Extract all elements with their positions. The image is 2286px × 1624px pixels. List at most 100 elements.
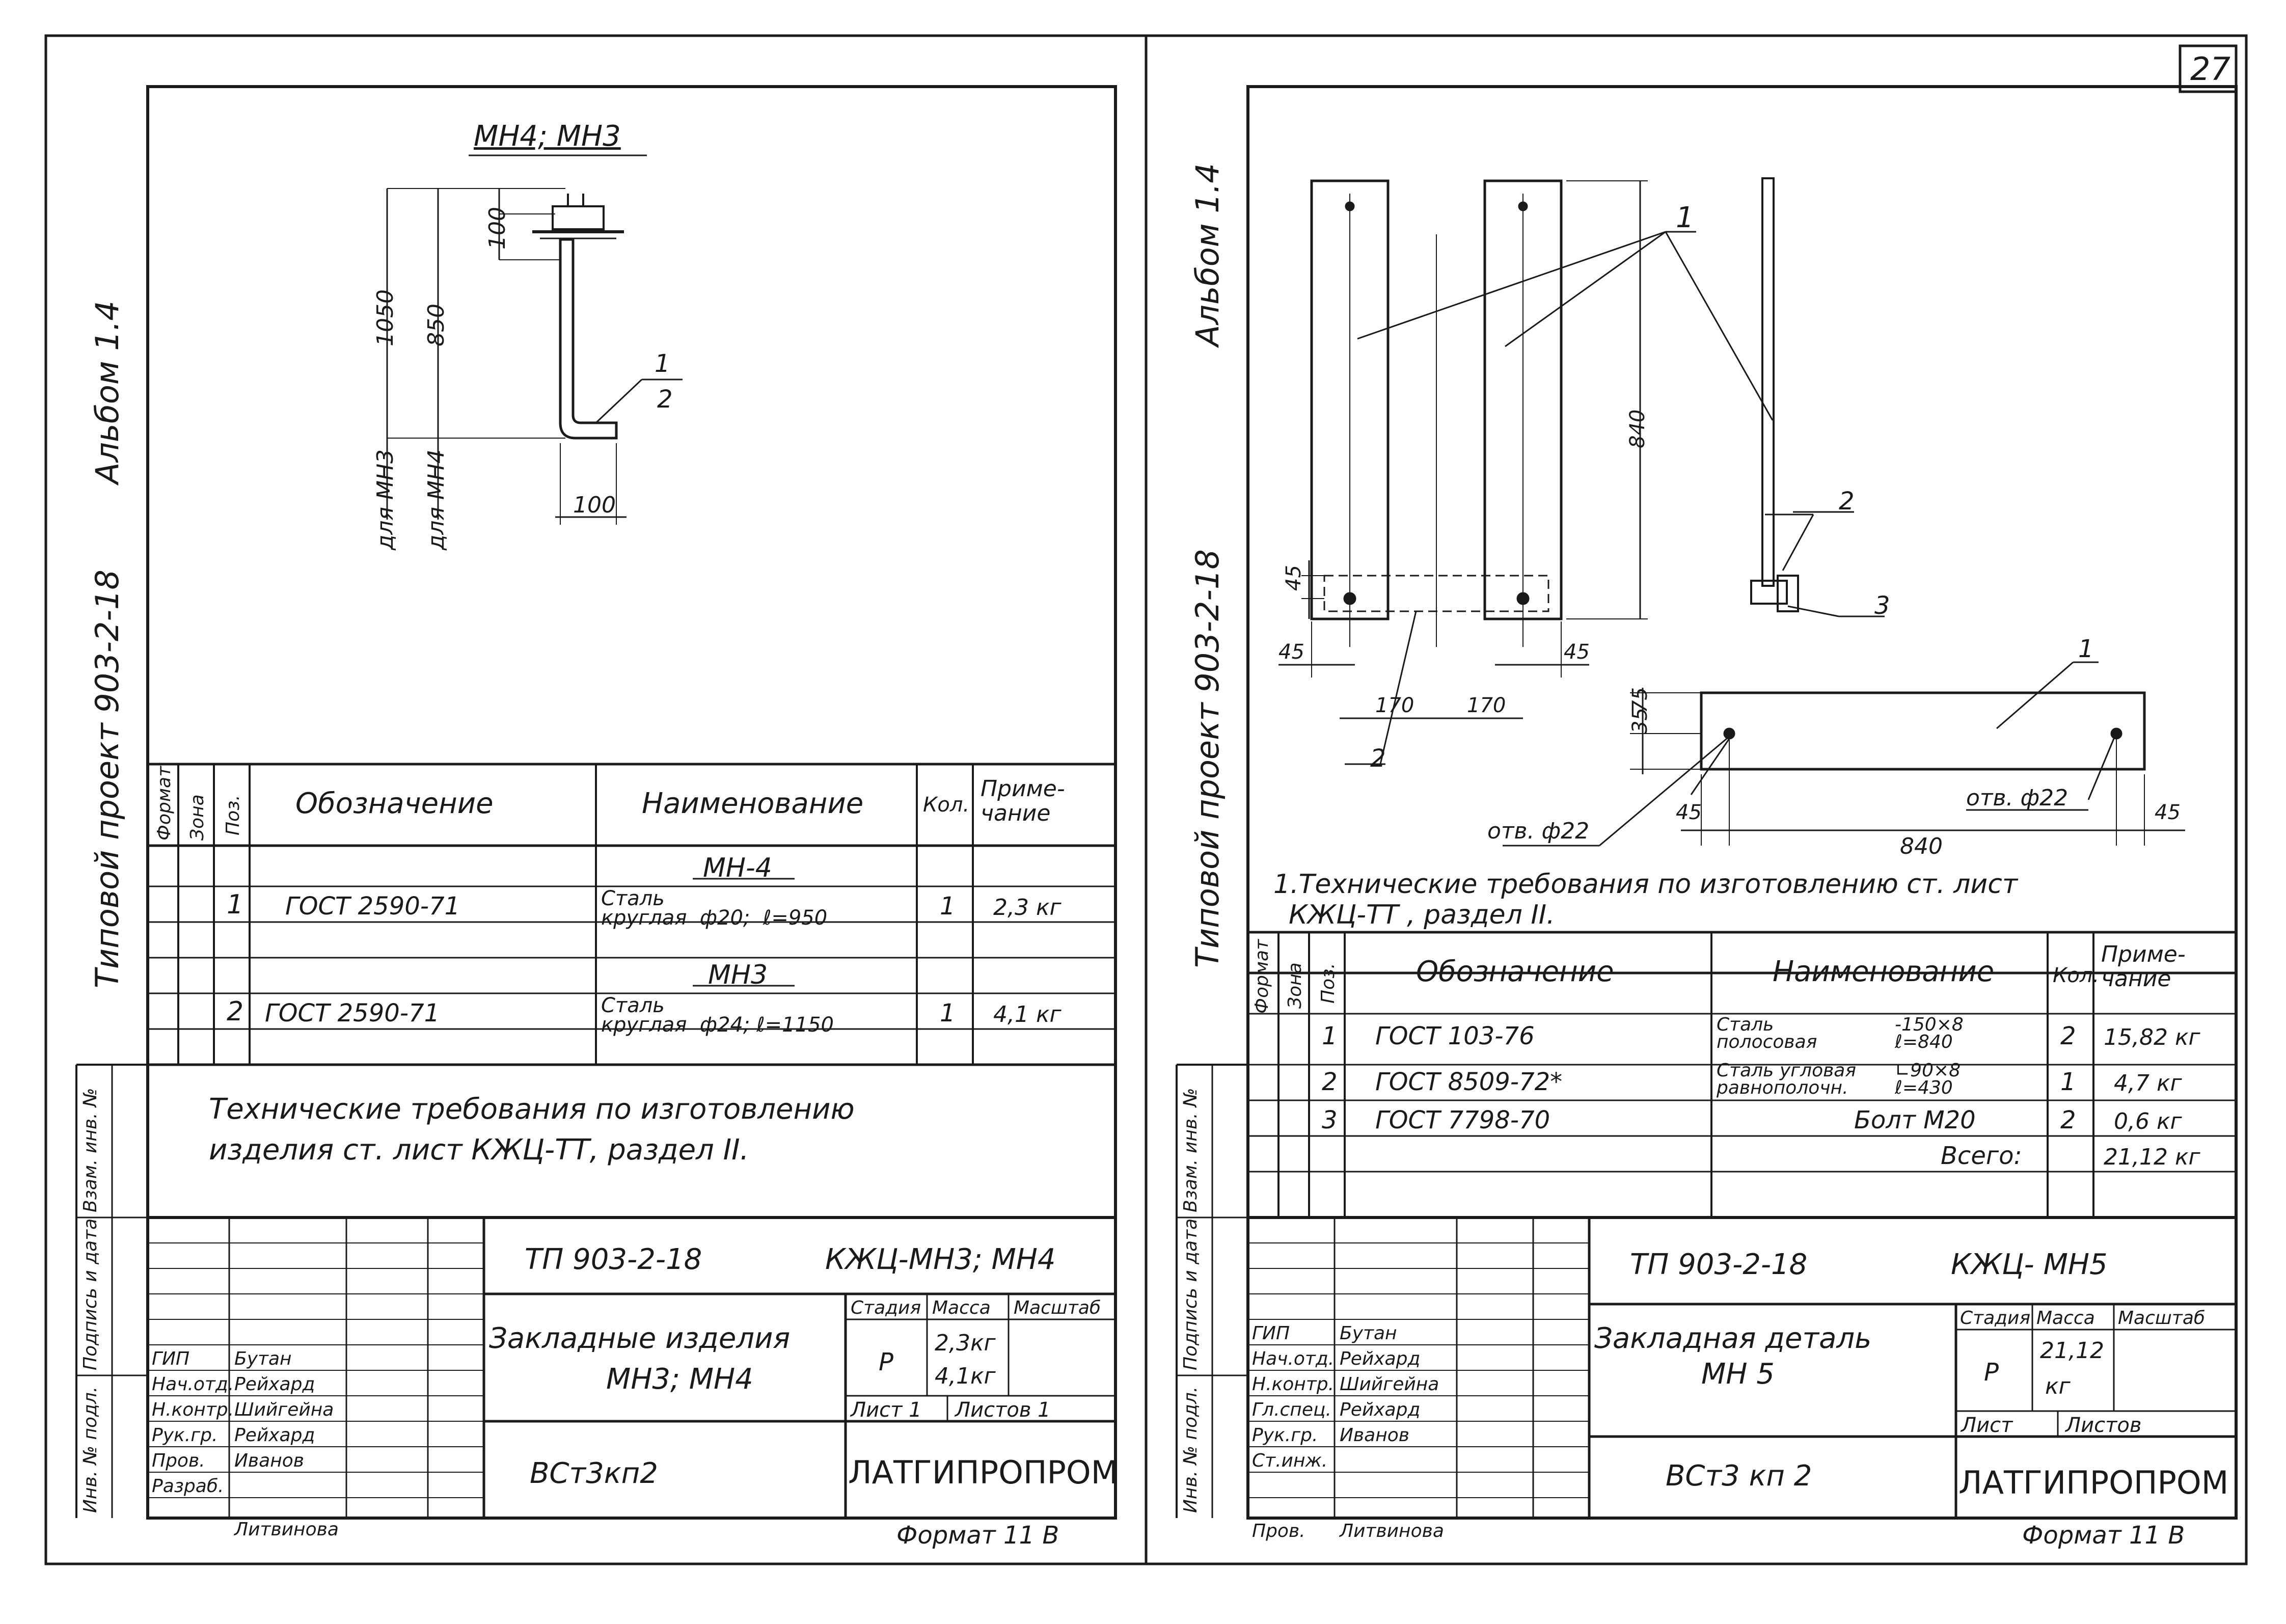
right-stamp-org: ЛАТГИПРОПРОМ [1958, 1464, 2229, 1501]
left-hdr-designation: Обозначение [295, 787, 494, 820]
left-stamp-role-1: ГИП [152, 1348, 190, 1369]
right-stamp-name-5: Иванов [1340, 1425, 1409, 1446]
left-row2-pos: 2 [227, 996, 244, 1027]
right-stamp-role-5: Рук.гр. [1252, 1425, 1318, 1446]
right-row2-name-b: ∟90×8 ℓ=430 [1895, 1060, 1961, 1099]
right-hdr-note: Приме- чание [2101, 941, 2186, 992]
left-row2-note: 4,1 кг [993, 1002, 1062, 1027]
right-stamp-stage-h: Стадия [1960, 1308, 2031, 1329]
right-stamp-material: ВСт3 кп 2 [1666, 1459, 1812, 1493]
left-row1-pos: 1 [227, 889, 244, 920]
right-row2-designation: ГОСТ 8509-72* [1375, 1068, 1563, 1096]
right-hdr-zone: Зона [1285, 962, 1305, 1009]
hole-label-left: отв. ф22 [1487, 818, 1590, 844]
left-stamp-mass-h: Масса [932, 1297, 991, 1318]
left-stamp-role-4: Рук.гр. [152, 1425, 218, 1446]
left-stamp-name-1: Бутан [234, 1348, 292, 1369]
left-row1-note: 2,3 кг [993, 895, 1062, 921]
page-number: 27 [2190, 50, 2230, 88]
left-album-label: Альбом 1.4 [89, 301, 126, 484]
callout-2: 2 [1839, 487, 1855, 516]
dim-45-a: 45 [1282, 565, 1305, 591]
callout-3: 3 [1874, 591, 1890, 620]
left-stamp-name-2: Рейхард [234, 1374, 315, 1395]
right-row2-pos: 2 [1322, 1068, 1338, 1096]
dim-45-c: 45 [1564, 640, 1590, 664]
left-stamp-role-2: Нач.отд. [152, 1374, 234, 1395]
dim-for-mn4: для МН4 [423, 449, 449, 550]
right-row3-pos: 3 [1322, 1106, 1338, 1134]
right-stamp-role-4: Гл.спец. [1252, 1399, 1331, 1420]
right-format-label: Формат 11 В [2022, 1521, 2185, 1550]
left-stamp-title-1: Закладные изделия [489, 1322, 791, 1355]
right-stamp-stage: Р [1984, 1358, 1999, 1387]
right-stamp-role-1: ГИП [1252, 1323, 1290, 1344]
dim-170-a: 170 [1375, 694, 1414, 717]
left-stamp-role-6: Разраб. [152, 1476, 224, 1497]
dim-850: 850 [423, 304, 449, 346]
right-side-label-sign: Подпись и дата [1180, 1218, 1201, 1370]
callout-2-lower: 2 [1370, 744, 1386, 773]
left-stamp-name-3: Шийгейна [234, 1399, 334, 1420]
right-hdr-name: Наименование [1773, 955, 1995, 988]
right-stamp-name-1: Бутан [1340, 1323, 1397, 1344]
right-hdr-qty: Кол. [2053, 964, 2100, 987]
left-stamp-org: ЛАТГИПРОПРОМ [848, 1454, 1119, 1491]
left-side-label-sign: Подпись и дата [80, 1218, 101, 1370]
left-stamp-stage: Р [879, 1348, 893, 1376]
left-hdr-zone: Зона [187, 794, 208, 841]
left-row1-name: Сталь круглая ф20; ℓ=950 [601, 887, 828, 930]
left-tech-req-line2: изделия ст. лист КЖЦ-ТТ, раздел II. [209, 1133, 749, 1167]
right-row3-note: 0,6 кг [2114, 1108, 2182, 1134]
right-stamp-name-4: Рейхард [1340, 1399, 1421, 1420]
left-row1-qty: 1 [940, 892, 956, 921]
dim-840-horizontal: 840 [1900, 833, 1943, 859]
right-stamp-name-3: Шийгейна [1340, 1374, 1439, 1395]
left-hdr-pos: Поз. [223, 795, 243, 835]
right-row2-name-a: Сталь угловая равнополочн. [1717, 1060, 1857, 1099]
left-row1-designation: ГОСТ 2590-71 [285, 892, 460, 921]
right-stamp-sheet-code: КЖЦ- МН5 [1951, 1248, 2108, 1281]
left-stamp-title-2: МН3; МН4 [606, 1363, 753, 1396]
right-note-line2: КЖЦ-ТТ , раздел II. [1289, 900, 1555, 930]
left-hdr-format: Формат [154, 766, 175, 841]
right-hdr-format: Формат [1251, 939, 1272, 1014]
left-row2-name: Сталь круглая ф24; ℓ=1150 [601, 994, 834, 1037]
left-stamp-stage-h: Стадия [851, 1297, 921, 1318]
left-stamp-role-3: Н.контр. [152, 1399, 234, 1420]
right-stamp-name-2: Рейхард [1340, 1348, 1421, 1369]
left-stamp-sheet-code: КЖЦ-МН3; МН4 [825, 1243, 1056, 1276]
right-row2-note: 4,7 кг [2114, 1070, 2182, 1096]
right-row1-name-a: Сталь полосовая [1717, 1014, 1817, 1053]
left-row2-designation: ГОСТ 2590-71 [265, 999, 440, 1027]
right-note-line1: 1.Технические требования по изготовлению… [1273, 869, 2018, 900]
dim-840-vertical: 840 [1626, 409, 1649, 448]
right-side-label-inv: Взам. инв. № [1180, 1088, 1201, 1212]
left-row-mn3-label: МН3 [708, 960, 768, 990]
callout-1-plate: 1 [2078, 635, 2094, 663]
right-stamp-title-1: Закладная деталь [1594, 1322, 1872, 1355]
right-total-label: Всего: [1941, 1142, 2022, 1170]
dim-75: 75 [1628, 687, 1652, 713]
right-row3-qty: 2 [2060, 1106, 2076, 1134]
right-stamp-mass2: кг [2045, 1373, 2071, 1399]
dim-1050: 1050 [372, 289, 398, 346]
dim-100-bottom: 100 [573, 492, 616, 518]
dim-for-mn3: для МН3 [372, 449, 398, 550]
right-stamp-sheet: Лист [1961, 1414, 2013, 1437]
right-stamp-role-6: Ст.инж. [1252, 1450, 1328, 1471]
right-stamp-mass-h: Масса [2036, 1308, 2095, 1329]
right-stamp-role-2: Нач.отд. [1252, 1348, 1335, 1369]
right-stamp-name-7: Литвинова [1340, 1521, 1444, 1541]
right-stamp-sheets: Листов [2065, 1414, 2142, 1437]
dim-170-b: 170 [1467, 694, 1506, 717]
right-stamp-scale-h: Масштаб [2118, 1308, 2206, 1329]
left-hdr-note: Приме- чание [981, 776, 1065, 827]
right-total-value: 21,12 кг [2104, 1144, 2200, 1170]
right-album-label: Альбом 1.4 [1189, 163, 1226, 346]
right-project-label: Типовой проект 903-2-18 [1189, 549, 1226, 968]
right-stamp-code: ТП 903-2-18 [1630, 1248, 1808, 1281]
right-row2-qty: 1 [2060, 1068, 2076, 1096]
left-stamp-role-5: Пров. [152, 1450, 205, 1471]
left-side-label-podl: Инв. № подл. [80, 1386, 101, 1513]
